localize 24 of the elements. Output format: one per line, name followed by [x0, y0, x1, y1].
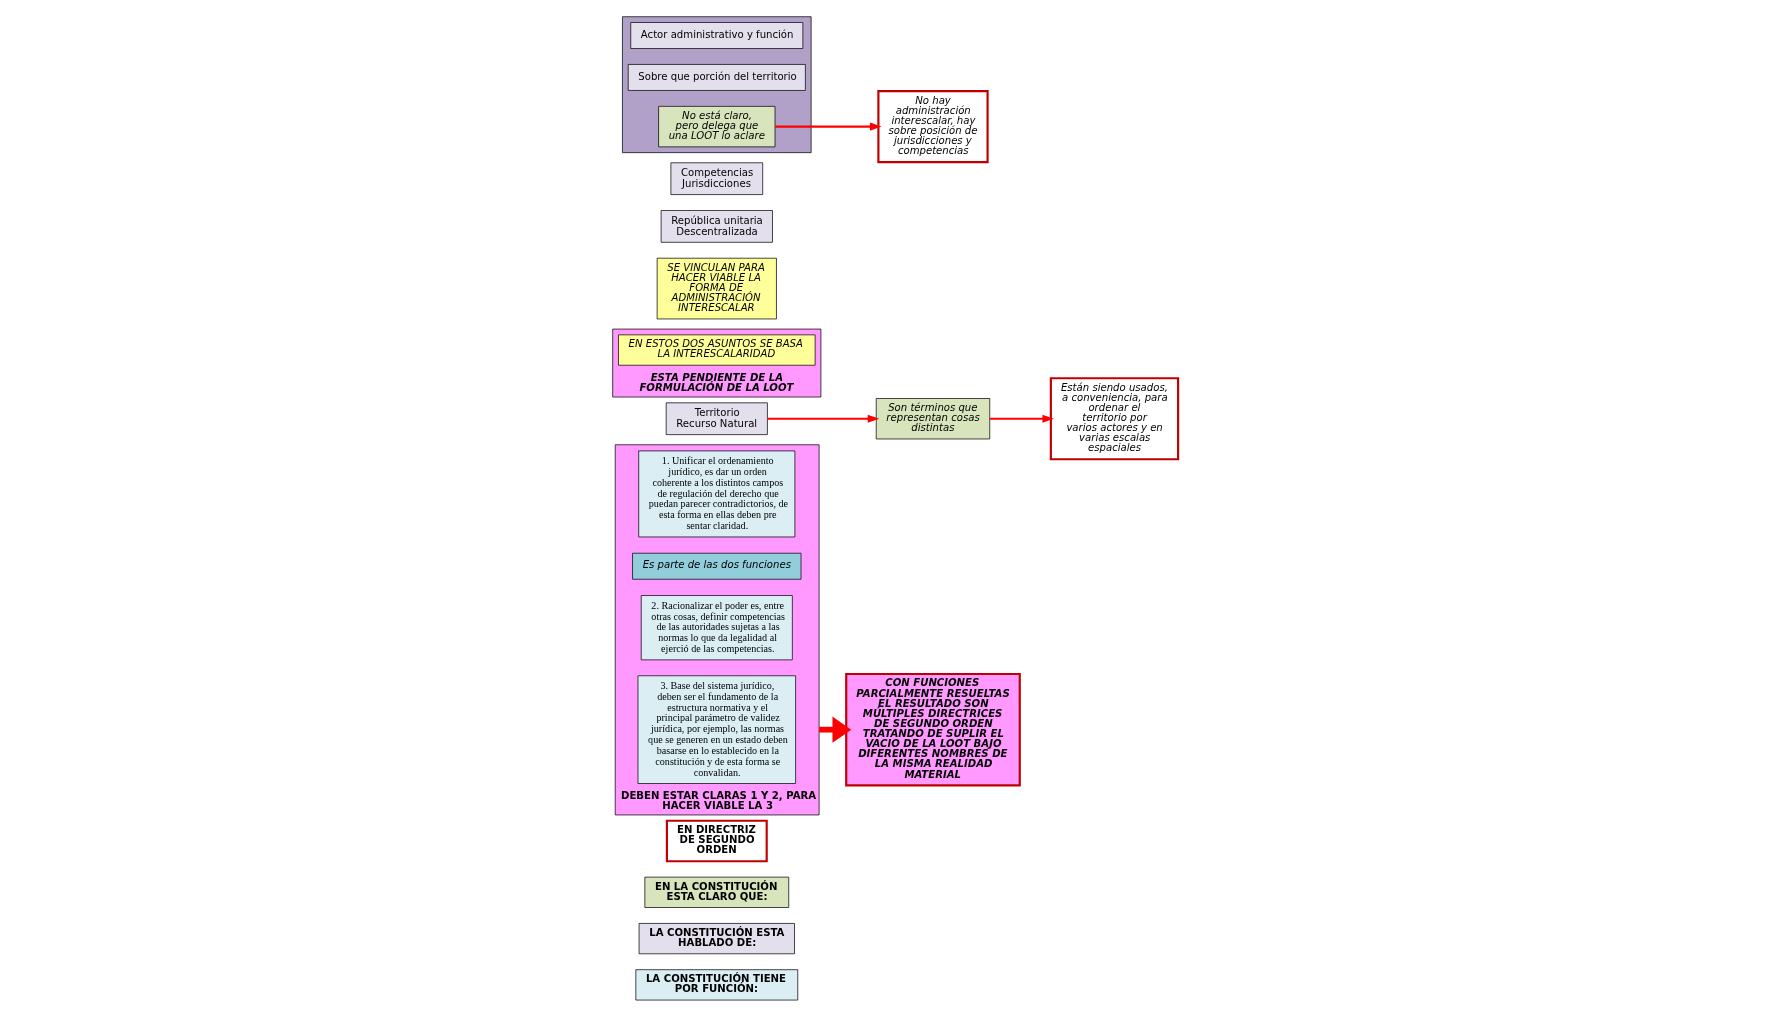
node-box: Competencias Jurisdicciones [670, 162, 764, 195]
node-box: LA CONSTITUCIÓN TIENE POR FUNCIÓN: [635, 969, 799, 1001]
node-box: CON FUNCIONES PARCIALMENTE RESUELTAS EL RESULTADO SON MÚLTIPLES DIRECTRICES DE SEGUNDO ORDEN TRATANDO DE SUPLIR EL VACIO DE LA LOOT BAJO DIFERENTES NOMBRES DE LA MISMA REALIDAD MATERIAL [845, 672, 1021, 787]
node-box: Es parte de las dos funciones [632, 552, 802, 580]
node-box: Sobre que porción del territorio [627, 64, 806, 91]
arrow [767, 414, 880, 423]
node-box: Están siendo usados, a conveniencia, para ordenar el territorio por varios actores y en varias escalas espaciales [1049, 377, 1180, 461]
node-box: Son términos que representan cosas distintas [875, 398, 991, 440]
node-box: LA CONSTITUCIÓN ESTA HABLADO DE: [638, 923, 795, 955]
node-box: EN ESTOS DOS ASUNTOS SE BASA LA INTERESCALARIDAD [618, 334, 816, 366]
node-box: SE VINCULAN PARA HACER VIABLE LA FORMA DE ADMINISTRACIÓN INTERESCALAR [656, 257, 777, 320]
node-box: Territorio Recurso Natural [665, 402, 768, 435]
node-box: 1. Unificar el ordenamiento jurídico, es dar un orden coherente a los distintos campos de regulación del derecho que puedan parecer contradictorios, de esta forma en ellas deben pre sentar claridad. [638, 450, 796, 538]
node-box: Actor administrativo y función [630, 22, 804, 49]
node-box: 3. Base del sistema jurídico, deben ser el fundamento de la estructura normativa y el principal parámetro de validez jurídica, por ejemplo, las normas que se generen en un estado deben basarse en lo establecido en la constitución y de esta forma se convalidan. [637, 675, 796, 784]
node-box: No está claro, pero delega que una LOOT lo aclare [658, 106, 776, 148]
arrow [775, 122, 882, 131]
cluster [622, 16, 812, 153]
node-box: EN DIRECTRIZ DE SEGUNDO ORDEN [665, 819, 768, 863]
node-box: EN LA CONSTITUCIÓN ESTA CLARO QUE: [644, 876, 790, 908]
node-box: 2. Racionalizar el poder es, entre otras cosas, definir competencias de las autoridades sujetas a las normas lo que da legalidad al ejerció de las competencias. [640, 595, 793, 661]
node-box: República unitaria Descentralizada [660, 210, 773, 243]
arrow [989, 414, 1055, 423]
node-box: No hay administración interescalar, hay sobre posición de jurisdicciones y competencias [877, 90, 989, 164]
